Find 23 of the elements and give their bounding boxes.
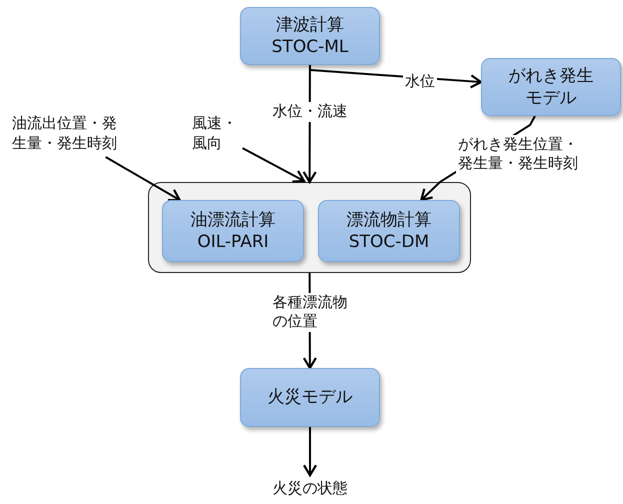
arrow bbox=[302, 427, 318, 476]
process-box bbox=[240, 368, 380, 427]
edge-label: 水位・流速 bbox=[270, 102, 350, 122]
note-text: 風速・風向 bbox=[192, 114, 238, 153]
group-container bbox=[148, 182, 471, 273]
note-text: 油流出位置・発生量・発生時刻 bbox=[12, 114, 118, 153]
arrow bbox=[242, 147, 306, 183]
arrow bbox=[105, 156, 181, 202]
process-box bbox=[240, 7, 380, 65]
note-text: 火災の状態 bbox=[272, 479, 348, 499]
box-label: STOC-DM bbox=[348, 231, 430, 254]
edge-label: がれき発生位置・発生量・発生時刻 bbox=[456, 134, 580, 174]
edge-label: 各種漂流物の位置 bbox=[270, 292, 350, 332]
box-label: 漂流物計算 bbox=[346, 208, 432, 231]
box-label: STOC-ML bbox=[272, 36, 348, 58]
box-label: 油漂流計算 bbox=[190, 208, 276, 231]
box-label: 津波計算 bbox=[276, 14, 344, 36]
process-box bbox=[162, 200, 304, 262]
process-box bbox=[481, 58, 621, 116]
process-box bbox=[318, 200, 460, 262]
box-label: 火災モデル bbox=[268, 386, 352, 409]
box-label: がれき発生モデル bbox=[508, 64, 594, 110]
box-label: OIL-PARI bbox=[197, 231, 269, 254]
